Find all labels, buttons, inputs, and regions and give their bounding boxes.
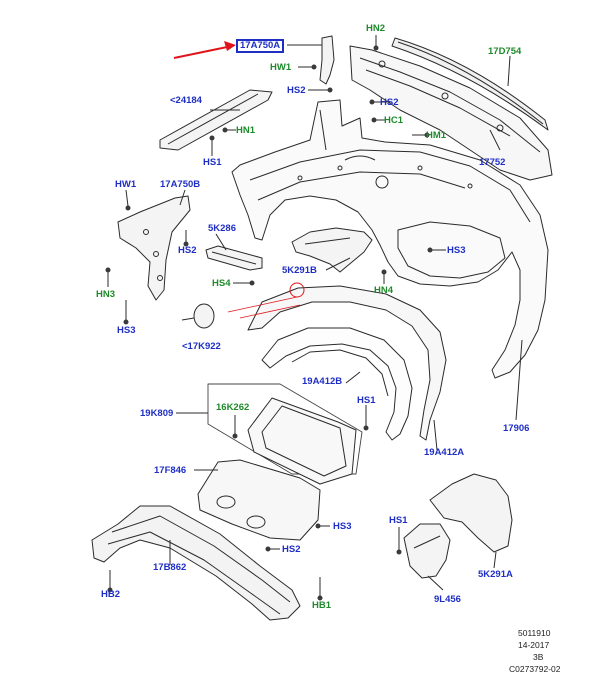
label-hn3[interactable]: HN3 [96, 289, 116, 300]
emblem-17k922 [193, 303, 215, 329]
label-hm1[interactable]: HM1 [426, 130, 447, 141]
label-hw1-top[interactable]: HW1 [270, 62, 292, 73]
label-5k291b[interactable]: 5K291B [282, 265, 317, 276]
label-hs2-left[interactable]: HS2 [178, 245, 197, 256]
label-16k262[interactable]: 16K262 [216, 402, 250, 413]
footer-ref-4: C0273792-02 [509, 664, 561, 674]
label-hs2-bottom[interactable]: HS2 [282, 544, 301, 555]
group-box-19k809 [207, 383, 363, 475]
label-hn2[interactable]: HN2 [366, 23, 386, 34]
label-17a750a[interactable]: 17A750A [236, 39, 285, 53]
bracket-17752 [349, 45, 553, 181]
label-19a412a[interactable]: 19A412A [424, 447, 465, 458]
label-5k291a[interactable]: 5K291A [478, 569, 513, 580]
panel-17f846 [197, 459, 321, 541]
strip-24184 [159, 89, 273, 151]
label-hn1[interactable]: HN1 [236, 125, 256, 136]
bar-17d754 [391, 37, 549, 131]
valance-19a412b [247, 285, 447, 441]
bracket-17a750a [319, 35, 335, 85]
label-hs3-right[interactable]: HS3 [447, 245, 466, 256]
label-19k809[interactable]: 19K809 [140, 408, 174, 419]
footer-ref-2: 14-2017 [518, 640, 550, 650]
deflector-5k291a [429, 473, 513, 553]
label-5k286[interactable]: 5K286 [208, 223, 236, 234]
label-hn4[interactable]: HN4 [374, 285, 394, 296]
label-hs2-mid[interactable]: HS2 [380, 97, 399, 108]
deflector-5k291b [291, 227, 373, 273]
plate-16k262 [247, 397, 357, 485]
footer-ref-1: 5011910 [518, 628, 551, 638]
label-17k922[interactable]: <17K922 [182, 341, 221, 352]
label-17906[interactable]: 17906 [503, 423, 530, 434]
bracket-9l456 [403, 523, 451, 579]
label-hs1-left[interactable]: HS1 [203, 157, 222, 168]
label-17d754[interactable]: 17D754 [488, 46, 522, 57]
bracket-17a750b [117, 195, 191, 301]
label-hs3-bottom[interactable]: HS3 [333, 521, 352, 532]
label-hs2-top[interactable]: HS2 [287, 85, 306, 96]
fasteners [105, 45, 433, 601]
bumper-cover-17906 [231, 99, 549, 379]
label-17b862[interactable]: 17B862 [153, 562, 187, 573]
label-19a412b[interactable]: 19A412B [302, 376, 343, 387]
label-24184[interactable]: <24184 [170, 95, 202, 106]
label-hs1-bottom[interactable]: HS1 [389, 515, 408, 526]
label-17752[interactable]: 17752 [479, 157, 506, 168]
trim-19a412a [261, 327, 413, 441]
label-9l456[interactable]: 9L456 [434, 594, 461, 605]
label-hs1-mid[interactable]: HS1 [357, 395, 376, 406]
label-hw1-left[interactable]: HW1 [115, 179, 137, 190]
label-hs3-left[interactable]: HS3 [117, 325, 136, 336]
label-hb1[interactable]: HB1 [312, 600, 332, 611]
label-17a750b[interactable]: 17A750B [160, 179, 201, 190]
footer-ref-3: 3B [533, 652, 544, 662]
label-hs4[interactable]: HS4 [212, 278, 231, 289]
label-hb2[interactable]: HB2 [101, 589, 121, 600]
label-hc1[interactable]: HC1 [384, 115, 404, 126]
red-arrow [173, 41, 236, 59]
label-17f846[interactable]: 17F846 [154, 465, 187, 476]
